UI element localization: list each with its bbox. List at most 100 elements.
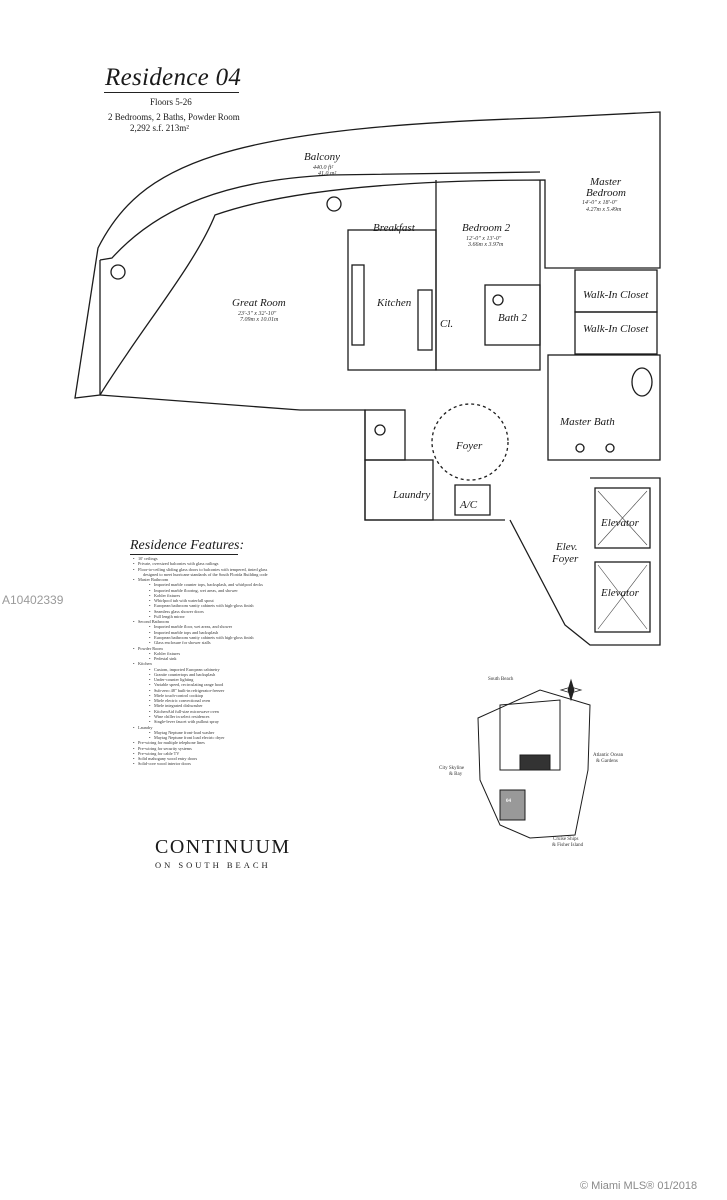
feature-item: •Pre-wiring for cable TV (133, 751, 333, 756)
balcony-outline (74, 111, 661, 399)
bullet-icon: • (149, 729, 151, 735)
bullet-icon: • (149, 640, 151, 646)
bullet-icon: • (133, 740, 135, 746)
keyplan-south-label: Cruise Ships (553, 837, 579, 842)
room-elevator-2: Elevator (601, 587, 639, 599)
feature-text: Maytag Neptune front load electric dryer (154, 735, 225, 741)
room-closet: Cl. (440, 318, 454, 330)
feature-text: Imported marble counter tops, backsplash… (154, 582, 263, 588)
bullet-icon: • (149, 666, 151, 672)
column-1 (110, 264, 126, 280)
bullet-icon: • (149, 698, 151, 704)
feature-item: •Custom, imported European cabinetry (133, 667, 333, 672)
bullet-icon: • (149, 587, 151, 593)
feature-text: Solid mahogany wood entry doors (138, 756, 198, 762)
feature-item: •Imported marble floor, wet areas, and s… (133, 624, 333, 629)
feature-text: European bathroom vanity cabinets with h… (154, 603, 254, 609)
keyplan-west-label-2: & Bay (449, 772, 463, 777)
feature-item: •Whirlpool tub with waterfall spout (133, 598, 333, 603)
feature-text: designed to meet hurricane standards of … (143, 571, 268, 577)
feature-item: •Miele electric convectional oven (133, 698, 333, 703)
residence-area: 2,292 s.f. 213m² (130, 123, 189, 133)
feature-text: Kitchen (138, 661, 152, 667)
bullet-icon: • (133, 661, 135, 667)
balcony-dim-1: 440.0 ft² (313, 165, 334, 171)
feature-item: •Floor-to-ceiling sliding glass doors to… (133, 567, 333, 572)
feature-item: •Pre-wiring for multiple telephone lines (133, 740, 333, 745)
feature-item: •Solid-core wood interior doors (133, 761, 333, 766)
keyplan-north-label: South Beach (488, 677, 514, 682)
feature-text: Powder Room (138, 645, 163, 651)
feature-text: Floor-to-ceiling sliding glass doors to … (138, 566, 268, 572)
feature-text: Imported marble floor, wet areas, and sh… (154, 624, 233, 630)
master-bath-walls (547, 354, 661, 461)
room-elev-foyer: Elev. (556, 541, 578, 553)
feature-text: Solid-core wood interior doors (138, 761, 191, 767)
feature-text: Miele touch-control cooktop (154, 692, 204, 698)
bullet-icon: • (149, 687, 151, 693)
room-laundry: Laundry (393, 489, 431, 501)
bedroom2-dim-1: 12'-0" x 13'-0" (466, 236, 502, 242)
bedroom2-dim-2: 3.66m x 3.97m (468, 242, 504, 248)
bullet-icon: • (149, 582, 151, 588)
feature-text: Seamless glass shower doors (154, 608, 204, 614)
bullet-icon: • (133, 761, 135, 767)
compass (559, 678, 583, 702)
bullet-icon: • (133, 750, 135, 756)
master-bedroom-dim-1: 14'-0" x 18'-0" (582, 200, 618, 206)
feature-text: Sub-zero 48" built-in refrigerator-freez… (154, 687, 225, 693)
feature-text: European bathroom vanity cabinets with h… (154, 634, 254, 640)
feature-item: designed to meet hurricane standards of … (133, 572, 333, 577)
bullet-icon: • (149, 634, 151, 640)
floors-label: Floors 5-26 (150, 97, 192, 107)
kitchen-counter (351, 264, 365, 346)
bullet-icon: • (133, 724, 135, 730)
keyplan-west-label: City Skyline (439, 766, 465, 771)
bullet-icon: • (133, 745, 135, 751)
tub (631, 367, 653, 397)
feature-item: •Single-lever faucet with pullout spray (133, 719, 333, 724)
bedroom2-walls (435, 180, 541, 371)
feature-item: •Imported marble counter tops, backsplas… (133, 582, 333, 587)
feature-item: •Private, oversized balconies with glass… (133, 561, 333, 566)
ac-room (454, 484, 491, 516)
foyer-circle (431, 403, 509, 481)
keyplan-east-label-2: & Gardens (596, 759, 618, 764)
bullet-icon: • (149, 598, 151, 604)
master-bedroom-dim-2: 4.27m x 5.49m (586, 207, 622, 213)
room-elevator-1: Elevator (601, 517, 639, 529)
feature-item: •Glass enclosure for shower stalls (133, 640, 333, 645)
bullet-icon: • (149, 708, 151, 714)
feature-item: •Second Bathroom (133, 619, 333, 624)
bullet-icon: • (133, 756, 135, 762)
feature-item: •KitchenAid full-size microwave oven (133, 709, 333, 714)
sink-2 (575, 443, 585, 453)
balcony-dim-2: 41.0 m² (318, 171, 337, 177)
bullet-icon: • (149, 603, 151, 609)
keyplan-east-label: Atlantic Ocean (593, 753, 624, 758)
feature-text: Granite countertops and backsplash (154, 671, 216, 677)
bullet-icon: • (149, 692, 151, 698)
bullet-icon: • (149, 650, 151, 656)
feature-text: Maytag Neptune front-load washer (154, 729, 215, 735)
bullet-icon: • (133, 566, 135, 572)
plan-title: Residence 04 (105, 64, 242, 91)
feature-item: •Variable speed, recirculating range hoo… (133, 682, 333, 687)
bullet-icon: • (149, 671, 151, 677)
bullet-icon: • (133, 556, 135, 561)
bath2-walls (484, 284, 541, 346)
column-2 (326, 196, 342, 212)
features-underline (130, 554, 238, 555)
feature-item: •Miele integrated dishwasher (133, 703, 333, 708)
feature-item: •Under-counter lighting (133, 677, 333, 682)
room-kitchen: Kitchen (377, 297, 412, 309)
feature-text: Wine chiller in select residences (154, 713, 210, 719)
room-master-bath: Master Bath (560, 416, 615, 428)
feature-item: •Kohler fixtures (133, 593, 333, 598)
keyplan-south-label-2: & Fisher Island (552, 843, 584, 848)
feature-text: Pre-wiring for cable TV (138, 750, 180, 756)
feature-item: •Imported marble tops and backsplash (133, 630, 333, 635)
feature-item: •Maytag Neptune front load electric drye… (133, 735, 333, 740)
elevator1-shaft (594, 487, 651, 549)
